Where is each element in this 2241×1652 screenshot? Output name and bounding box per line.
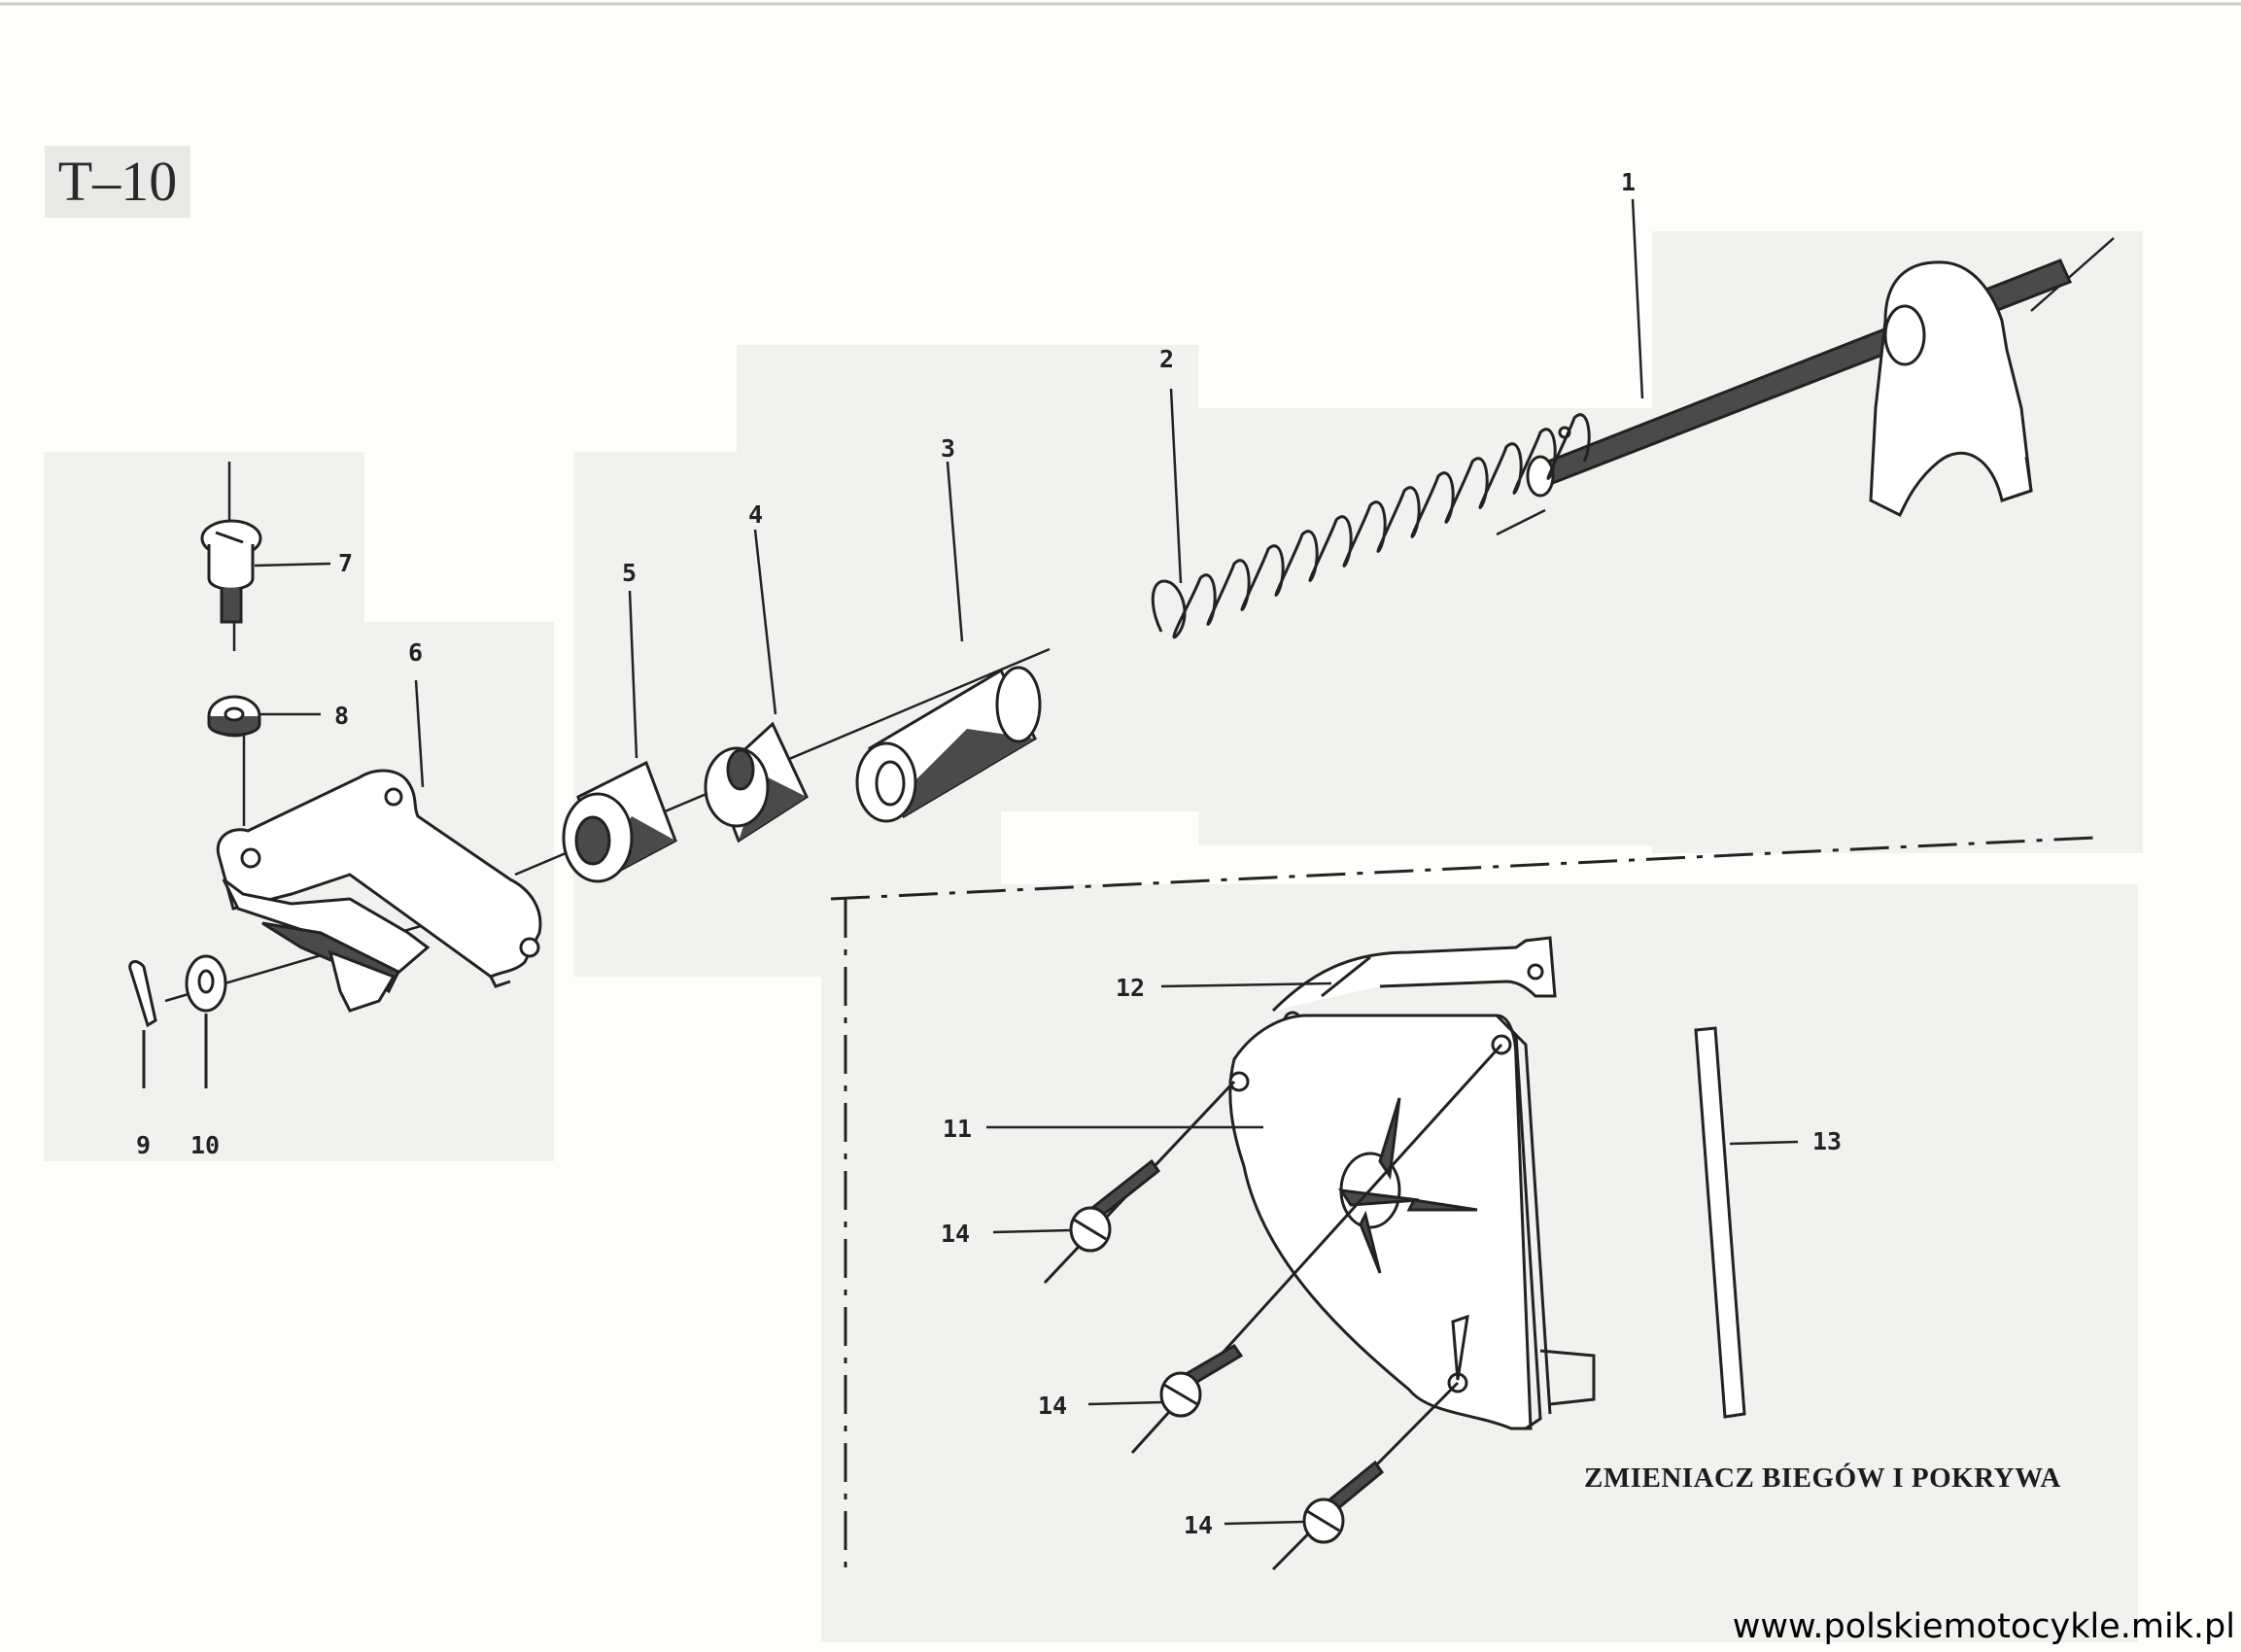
drawing-caption: ZMIENIACZ BIEGÓW I POKRYWA <box>1584 1463 2061 1494</box>
callout-labels: 1 2 3 4 5 6 7 8 9 10 11 12 13 14 14 14 <box>136 168 1842 1539</box>
source-url: www.polskiemotocykle.mik.pl <box>1732 1607 2235 1646</box>
callout-11: 11 <box>943 1115 972 1143</box>
callout-6: 6 <box>408 638 423 667</box>
sheet-code: T–10 <box>45 146 190 218</box>
part-11-cover <box>1228 1014 1596 1430</box>
callout-8: 8 <box>334 702 349 730</box>
callout-1: 1 <box>1621 168 1636 196</box>
part-9-split-pin <box>128 960 157 1088</box>
cover-assembly-boundary <box>830 836 2095 1579</box>
callout-7: 7 <box>338 549 353 577</box>
callout-4: 4 <box>748 500 763 529</box>
callout-14-upper: 14 <box>941 1220 970 1248</box>
callout-13: 13 <box>1812 1127 1842 1155</box>
part-5-bushing <box>562 760 677 883</box>
callout-5: 5 <box>622 559 637 587</box>
scan-patches <box>44 231 2143 1642</box>
part-2-spring <box>1151 413 1591 639</box>
callout-2: 2 <box>1159 345 1174 373</box>
part-13-gasket-strip <box>1694 1026 1746 1419</box>
callout-14-lower: 14 <box>1184 1511 1213 1539</box>
leader-lines <box>254 198 1799 1526</box>
part-8-washer <box>207 695 261 738</box>
part-6-lever-bracket <box>216 769 542 1013</box>
callout-10: 10 <box>190 1131 220 1159</box>
part-14-screws <box>1043 1043 1503 1571</box>
callout-3: 3 <box>941 434 955 463</box>
part-3-sleeve <box>855 666 1042 823</box>
callout-9: 9 <box>136 1131 151 1159</box>
callout-12: 12 <box>1116 974 1145 1002</box>
part-10-washer <box>185 954 227 1088</box>
part-1-selector-fork <box>1526 258 2073 518</box>
part-4-bushing <box>704 721 809 843</box>
callout-14-middle: 14 <box>1038 1392 1067 1420</box>
part-7-bolt <box>200 519 262 624</box>
